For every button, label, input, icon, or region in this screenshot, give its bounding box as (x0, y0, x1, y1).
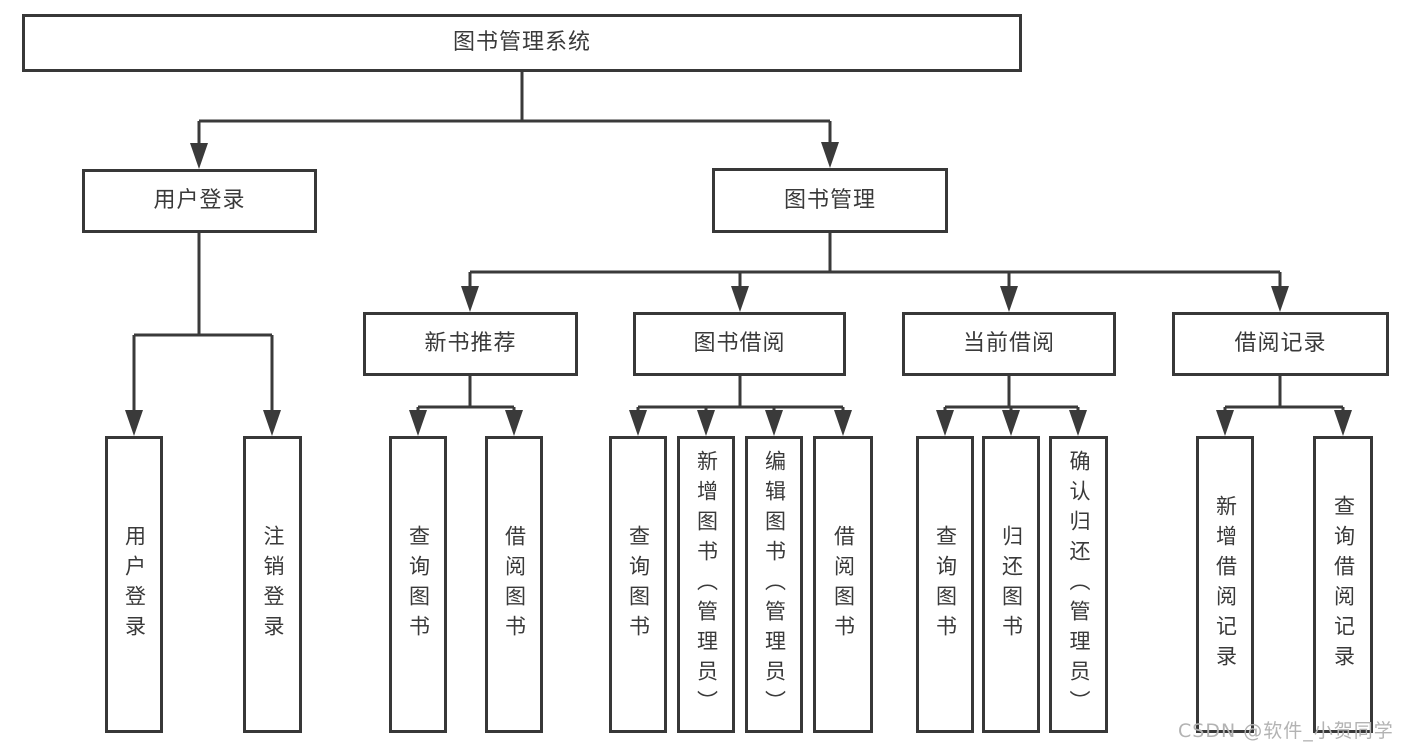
node-borrowing-records: 借阅记录 (1172, 312, 1389, 376)
leaf-query-books-1: 查询图书 (389, 436, 447, 733)
leaf-query-books-2: 查询图书 (609, 436, 667, 733)
node-library-management-system: 图书管理系统 (22, 14, 1022, 72)
leaf-add-book-admin: 新增图书（管理员） (677, 436, 735, 733)
leaf-borrow-books-2: 借阅图书 (813, 436, 873, 733)
leaf-query-books-3: 查询图书 (916, 436, 974, 733)
leaf-logout: 注销登录 (243, 436, 302, 733)
leaf-borrow-books-1: 借阅图书 (485, 436, 543, 733)
node-book-borrowing: 图书借阅 (633, 312, 846, 376)
leaf-edit-book-admin: 编辑图书（管理员） (745, 436, 803, 733)
node-current-borrowing: 当前借阅 (902, 312, 1116, 376)
node-new-book-recommendation: 新书推荐 (363, 312, 578, 376)
leaf-confirm-return-admin: 确认归还（管理员） (1049, 436, 1108, 733)
leaf-return-books: 归还图书 (982, 436, 1040, 733)
node-book-management: 图书管理 (712, 168, 948, 233)
leaf-add-borrow-record: 新增借阅记录 (1196, 436, 1254, 733)
csdn-watermark: CSDN @软件_小贺同学 (1178, 720, 1394, 742)
leaf-query-borrow-record: 查询借阅记录 (1313, 436, 1373, 733)
node-user-login: 用户登录 (82, 169, 317, 233)
leaf-user-login: 用户登录 (105, 436, 163, 733)
